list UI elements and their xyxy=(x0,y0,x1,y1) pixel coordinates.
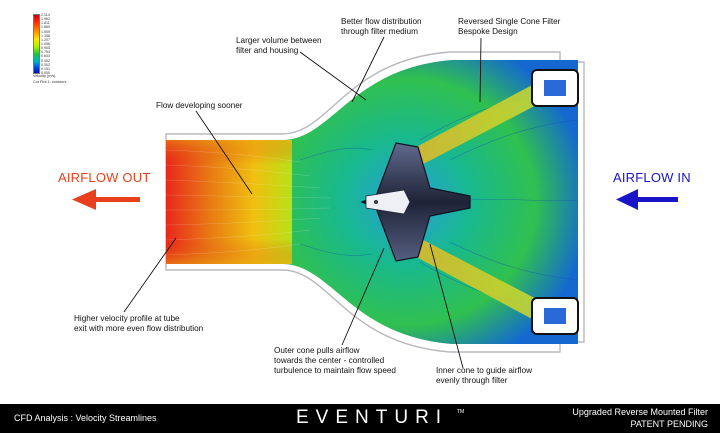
arrow-out xyxy=(72,189,140,210)
footer-product-title: Upgraded Reverse Mounted Filter xyxy=(572,407,708,417)
velocity-quantity: Velocity [m/s] xyxy=(33,74,56,78)
footer-patent-status: PATENT PENDING xyxy=(630,419,708,429)
velocity-tick-label: 1.207 xyxy=(41,37,50,42)
filter-band-upper xyxy=(392,84,546,172)
velocity-tick-label: 1.358 xyxy=(41,33,50,38)
cone-fixing xyxy=(374,200,378,204)
annotation-reversed-filter: Reversed Single Cone Filter Bespoke Desi… xyxy=(458,17,561,36)
airflow-out-label: AIRFLOW OUT xyxy=(58,170,151,185)
tube-streamlines xyxy=(165,149,331,256)
filter-band-lower xyxy=(392,232,546,320)
velocity-tick-label: 0.603 xyxy=(41,54,50,59)
annotation-flow-developing: Flow developing sooner xyxy=(156,101,243,110)
velocity-tick-label: 0.000 xyxy=(41,71,50,75)
outer-cone xyxy=(360,142,471,262)
filter-bracket-top xyxy=(531,69,579,107)
velocity-color-scale xyxy=(33,14,40,74)
velocity-tick-label: 1.509 xyxy=(41,29,50,34)
brand-logo: EVENTURI xyxy=(296,407,449,428)
outlet-tube-edge-shading xyxy=(166,140,292,264)
inner-cone xyxy=(365,189,411,215)
housing-outline xyxy=(165,51,585,353)
legend-caption: Cut Plot 1: contours xyxy=(33,80,67,84)
velocity-tick-label: 1.811 xyxy=(41,21,50,26)
velocity-tick-label: 1.056 xyxy=(41,42,50,46)
velocity-tick-label: 0.754 xyxy=(41,50,50,55)
leader-lines xyxy=(123,36,482,369)
footer-analysis-title: CFD Analysis : Velocity Streamlines xyxy=(14,413,157,423)
arrow-in xyxy=(616,189,678,210)
airflow-in-label: AIRFLOW IN xyxy=(613,170,691,185)
annotation-outer-cone: Outer cone pulls airflow towards the cen… xyxy=(274,346,396,375)
annotation-larger-volume: Larger volume between filter and housing xyxy=(236,36,322,55)
velocity-tick-label: 0.302 xyxy=(41,62,50,67)
velocity-tick-label: 1.962 xyxy=(41,17,50,22)
annotation-higher-velocity: Higher velocity profile at tube exit wit… xyxy=(74,314,204,333)
annotation-inner-cone: Inner cone to guide airflow evenly throu… xyxy=(436,366,533,385)
annotation-better-flow: Better flow distribution through filter … xyxy=(341,17,422,36)
velocity-tick-label: 2.114 xyxy=(41,13,50,17)
brand-trademark: TM xyxy=(457,409,465,415)
filter-bracket-bottom xyxy=(531,297,579,335)
velocity-tick-label: 0.452 xyxy=(41,58,50,63)
velocity-tick-label: 0.151 xyxy=(41,66,50,71)
footer-bar: CFD Analysis : Velocity Streamlines EVEN… xyxy=(0,404,720,433)
velocity-tick-label: 1.660 xyxy=(41,25,50,30)
velocity-tick-label: 0.905 xyxy=(41,46,50,51)
